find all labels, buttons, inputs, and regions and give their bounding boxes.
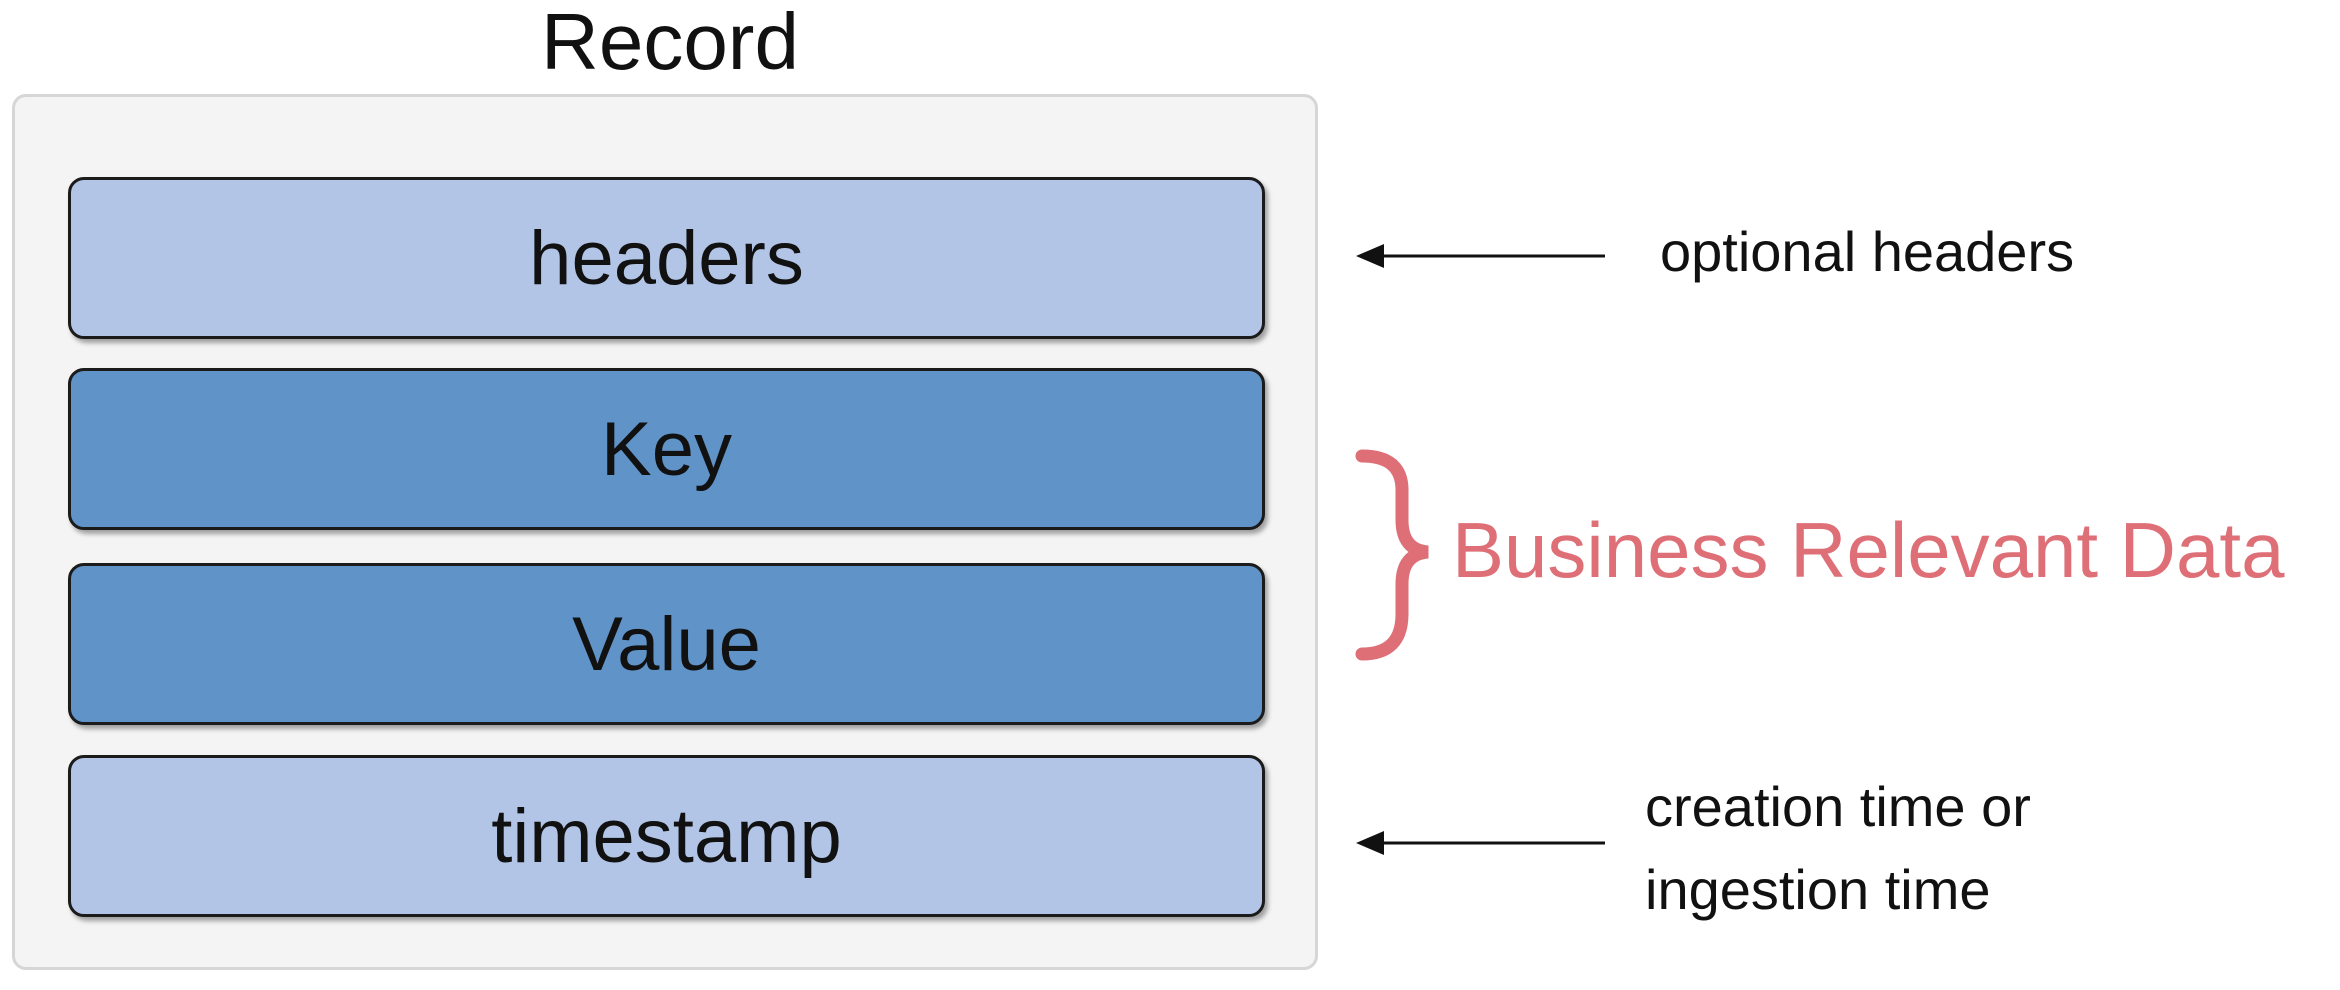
- headers-field: headers: [68, 177, 1265, 339]
- timestamp-annotation-line1: creation time or: [1645, 775, 2031, 838]
- headers-annotation: optional headers: [1660, 220, 2075, 283]
- record-title: Record: [541, 0, 799, 86]
- timestamp-annotation-line2: ingestion time: [1645, 858, 1991, 921]
- key-field: Key: [68, 368, 1265, 530]
- timestamp-field: timestamp: [68, 755, 1265, 917]
- business-relevant-data-label: Business Relevant Data: [1452, 506, 2285, 594]
- value-field: Value: [68, 563, 1265, 725]
- timestamp-annotation: creation time or ingestion time: [1645, 765, 2031, 931]
